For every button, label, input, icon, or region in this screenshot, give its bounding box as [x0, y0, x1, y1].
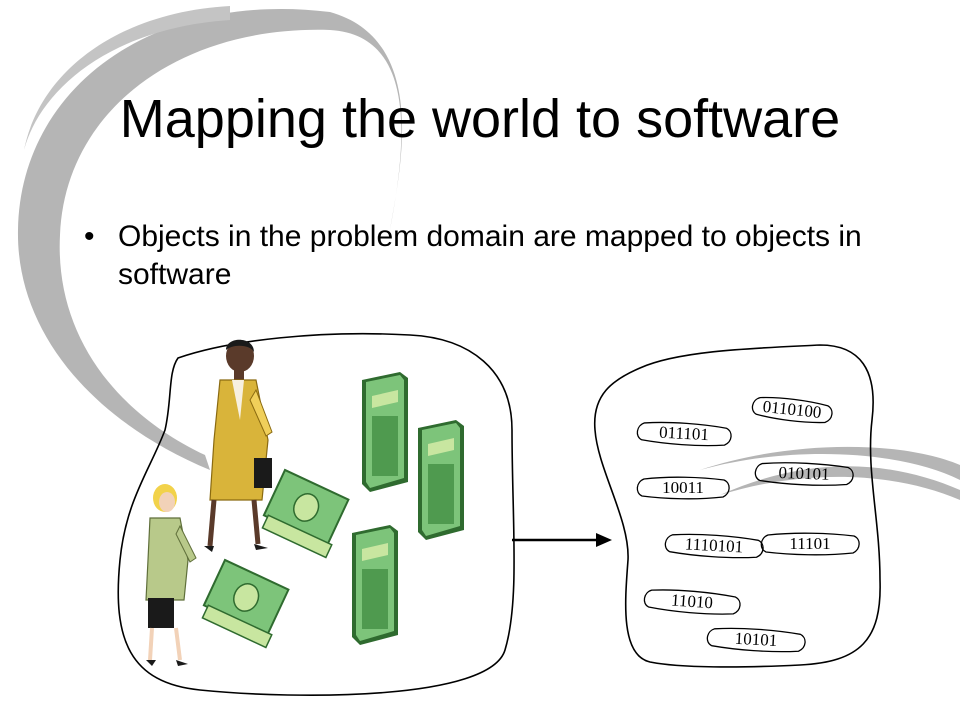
software-object-outline: [636, 421, 732, 447]
bullet-dot-icon: •: [84, 220, 95, 253]
money-stack-icon: [352, 525, 398, 645]
money-stack-icon: [362, 372, 408, 492]
software-object-outline: [643, 589, 741, 615]
software-object: 010101: [754, 462, 854, 486]
software-object-label: 11101: [789, 534, 830, 553]
software-object-label: 10101: [734, 629, 777, 650]
businesswoman-icon: [204, 339, 273, 552]
software-object-outline: [664, 533, 764, 559]
software-object: 11010: [643, 589, 741, 615]
software-object: 10101: [706, 627, 806, 653]
software-object: 11101: [760, 532, 860, 556]
money-bundle-icon: [201, 558, 290, 649]
software-object: 1110101: [664, 533, 764, 559]
software-object-label: 011101: [659, 423, 710, 445]
software-object-outline: [754, 462, 854, 486]
software-object-outline: [706, 627, 806, 653]
software-object-outline: [760, 532, 860, 556]
money-stack-icon: [418, 420, 464, 540]
money-bundle-icon: [261, 468, 350, 559]
software-object-label: 010101: [778, 463, 830, 484]
problem-domain-outline: [117, 332, 515, 697]
software-object: 011101: [636, 421, 732, 447]
software-object: 0110100: [751, 396, 833, 424]
software-object: 10011: [636, 476, 730, 500]
software-object-label: 1110101: [684, 534, 743, 556]
slide-title: Mapping the world to software: [119, 89, 841, 149]
swoosh-arc-right: [700, 446, 960, 500]
bullet-list: • Objects in the problem domain are mapp…: [80, 218, 900, 293]
software-domain-outline: [593, 344, 881, 668]
software-object-outline: [751, 396, 833, 424]
software-objects: 0110100 011101 010101 10011 1110101 11101 1101…: [636, 396, 860, 653]
software-object-label: 11010: [670, 590, 713, 612]
bullet-text: Objects in the problem domain are mapped…: [118, 220, 862, 291]
bullet-item: • Objects in the problem domain are mapp…: [80, 218, 900, 293]
swoosh-arc-thin: [24, 6, 230, 150]
software-object-label: 10011: [662, 478, 704, 497]
businesswoman-icon: [145, 484, 197, 666]
software-object-outline: [636, 476, 730, 500]
right-arrow-icon: [512, 533, 612, 547]
